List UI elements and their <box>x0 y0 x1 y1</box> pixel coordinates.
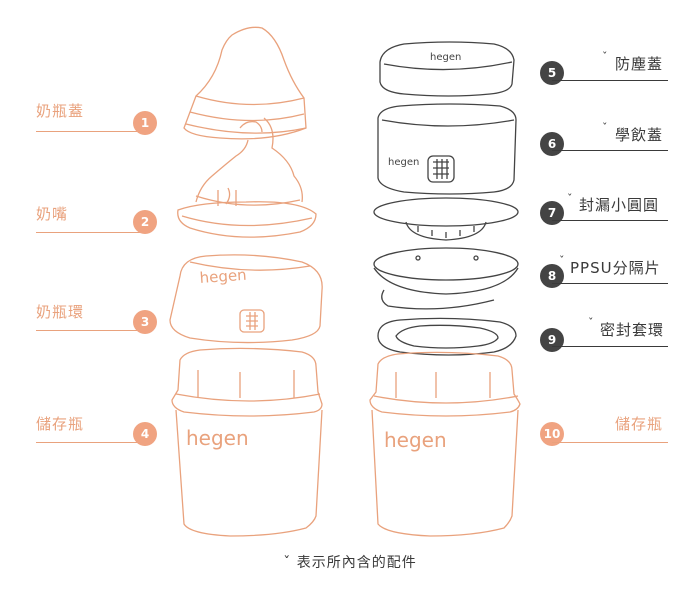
dust-cap-illustration <box>380 42 514 96</box>
badge-6: 6 <box>540 132 564 156</box>
label-sippy-lid: 學飲蓋 <box>615 124 663 145</box>
badge-8: 8 <box>540 264 564 288</box>
leader-line-4 <box>36 442 146 443</box>
badge-1: 1 <box>133 111 157 135</box>
label-leak-seal-disc: 封漏小圓圓 <box>579 194 659 215</box>
leader-line-3 <box>36 330 146 331</box>
label-bottle-collar: 奶瓶環 <box>36 301 84 322</box>
badge-2: 2 <box>133 210 157 234</box>
badge-4: 4 <box>133 422 157 446</box>
label-bottle-cap: 奶瓶蓋 <box>36 100 84 121</box>
included-accessories-note: ˇ 表示所內含的配件 <box>0 552 700 572</box>
right-bottle-logo: hegen <box>384 428 447 452</box>
leader-line-2 <box>36 232 146 233</box>
included-mark-9: ˇ <box>588 316 594 329</box>
left-bottle-logo: hegen <box>186 426 249 450</box>
ppsu-divider-illustration <box>374 248 518 309</box>
label-storage-bottle-left: 儲存瓶 <box>36 413 84 434</box>
leader-line-5 <box>552 80 668 81</box>
bottle-cap-illustration <box>184 27 306 139</box>
collar-logo: hegen <box>199 266 247 287</box>
badge-3: 3 <box>133 310 157 334</box>
badge-9: 9 <box>540 328 564 352</box>
included-mark-6: ˇ <box>602 121 608 134</box>
included-mark-7: ˇ <box>567 192 573 205</box>
label-dust-cap: 防塵蓋 <box>615 53 663 74</box>
badge-7: 7 <box>540 201 564 225</box>
bottle-collar-illustration <box>170 255 322 343</box>
leader-line-8 <box>552 283 668 284</box>
label-storage-bottle-right: 儲存瓶 <box>615 413 663 434</box>
sippy-lid-logo: hegen <box>388 157 419 168</box>
included-mark-8: ˇ <box>559 254 565 267</box>
leader-line-10 <box>552 442 668 443</box>
label-nipple: 奶嘴 <box>36 203 68 224</box>
badge-5: 5 <box>540 61 564 85</box>
leader-line-7 <box>552 220 668 221</box>
nipple-illustration <box>178 118 316 237</box>
sippy-lid-illustration <box>378 104 516 194</box>
dust-cap-logo: hegen <box>430 52 461 63</box>
seal-ring-illustration <box>378 318 516 355</box>
label-ppsu-divider: PPSU分隔片 <box>570 257 661 278</box>
included-mark-5: ˇ <box>602 50 608 63</box>
leader-line-1 <box>36 131 146 132</box>
leader-line-6 <box>552 150 668 151</box>
leak-seal-disc-illustration <box>374 198 518 240</box>
leader-line-9 <box>552 346 668 347</box>
label-seal-ring: 密封套環 <box>600 319 664 340</box>
